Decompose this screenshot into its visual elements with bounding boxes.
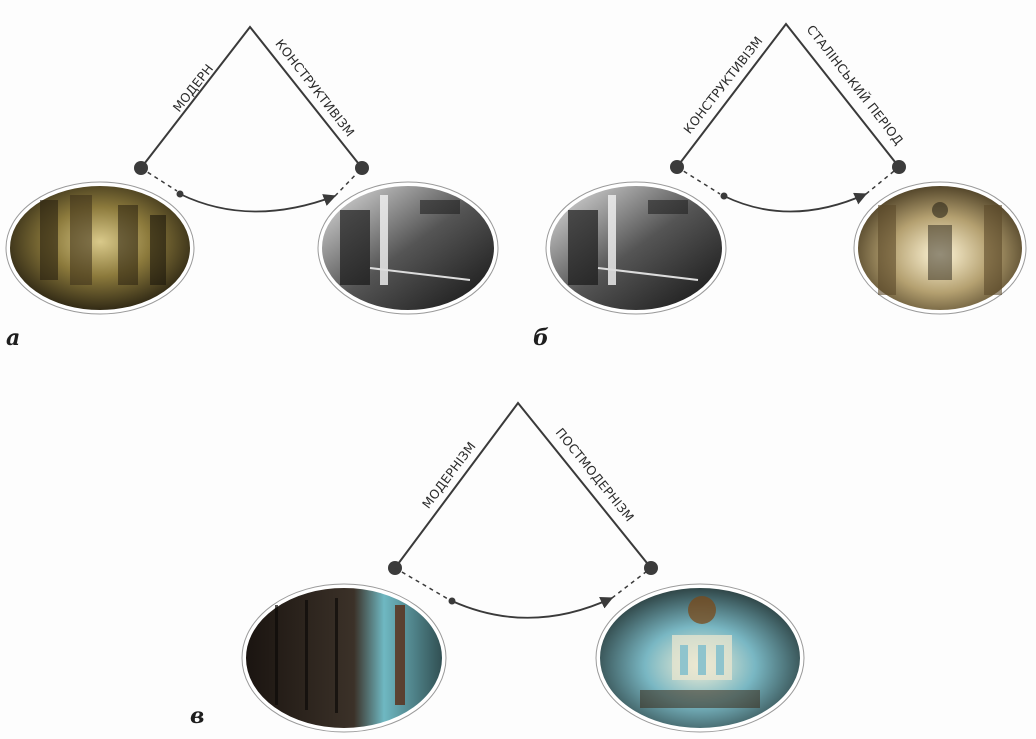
dashed-connector-left [140, 167, 178, 192]
transition-arrow [179, 193, 337, 213]
dashed-connector-left [676, 166, 721, 195]
triangle-lines [140, 25, 363, 169]
photo-constructivism-interior [317, 181, 499, 315]
transition-arrow [451, 597, 614, 619]
transition-arrow [723, 192, 868, 213]
panel-a: МОДЕРН КОНСТРУКТИВІЗМ а [5, 25, 499, 351]
panel-b: КОНСТРУКТИВІЗМ СТАЛІНСЬКИЙ ПЕРІОД б [533, 22, 1027, 351]
dashed-connector-right [334, 167, 363, 197]
label-modern: МОДЕРН [170, 61, 217, 115]
panel-letter: в [190, 703, 204, 729]
panel-letter: а [6, 325, 20, 351]
dashed-connector-right [865, 166, 900, 195]
label-constructivism: КОНСТРУКТИВІЗМ [680, 33, 765, 136]
photo-modernism-interior [241, 583, 447, 733]
panel-c: МОДЕРНІЗМ ПОСТМОДЕРНІЗМ в [190, 401, 805, 733]
photo-postmodernism-interior [595, 583, 805, 733]
photo-constructivism-interior [545, 181, 727, 315]
panel-letter: б [533, 325, 549, 351]
label-modernism: МОДЕРНІЗМ [419, 439, 479, 512]
triangle-lines [676, 22, 900, 168]
label-constructivism: КОНСТРУКТИВІЗМ [272, 36, 357, 139]
triangle-lines [394, 401, 652, 569]
photo-stalin-period-interior [853, 181, 1027, 315]
photo-modern-interior [5, 181, 195, 315]
label-stalin-period: СТАЛІНСЬКИЙ ПЕРІОД [804, 22, 907, 148]
label-postmodernism: ПОСТМОДЕРНІЗМ [553, 425, 638, 525]
dashed-connector-right [611, 567, 652, 599]
dashed-connector-left [394, 567, 449, 600]
